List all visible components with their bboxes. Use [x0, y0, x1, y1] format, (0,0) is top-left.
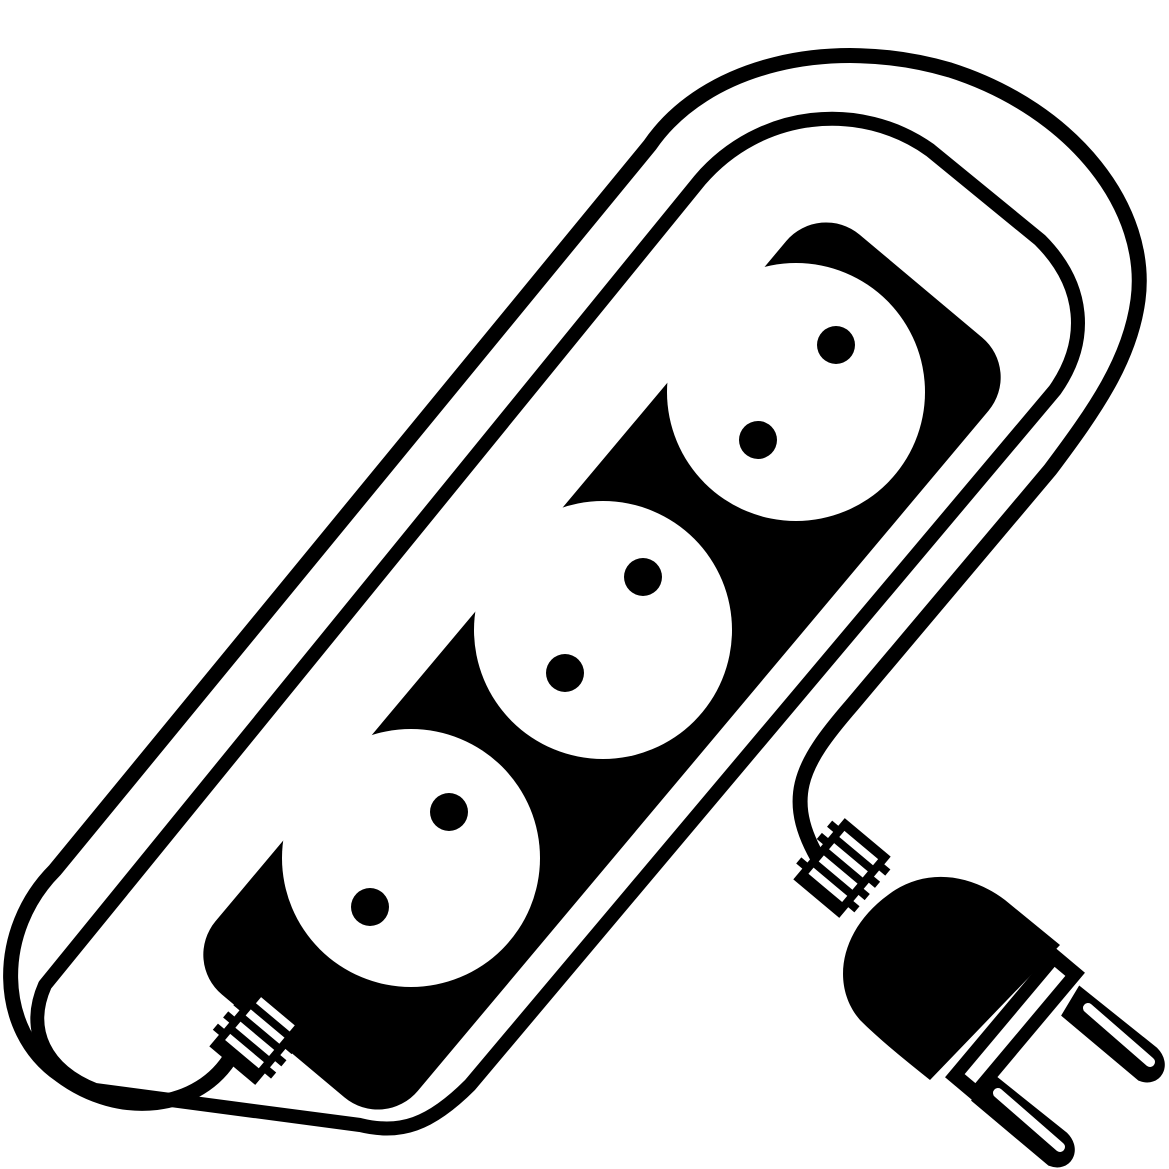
socket-hole-icon: [624, 558, 662, 596]
plug-prongs: [971, 985, 1165, 1168]
plug-body: [843, 876, 1060, 1080]
cord-strain-relief-strip: [209, 985, 308, 1085]
socket-2: [474, 501, 732, 759]
socket-hole-icon: [817, 326, 855, 364]
cord-strain-relief-plug: [793, 818, 891, 918]
socket-3: [667, 263, 925, 521]
socket-hole-icon: [546, 654, 584, 692]
socket-hole-icon: [430, 793, 468, 831]
socket-1: [282, 729, 540, 987]
power-strip-shell: [30, 111, 1085, 1136]
socket-hole-icon: [739, 421, 777, 459]
socket-hole-icon: [351, 888, 389, 926]
plug-collar: [945, 947, 1085, 1103]
